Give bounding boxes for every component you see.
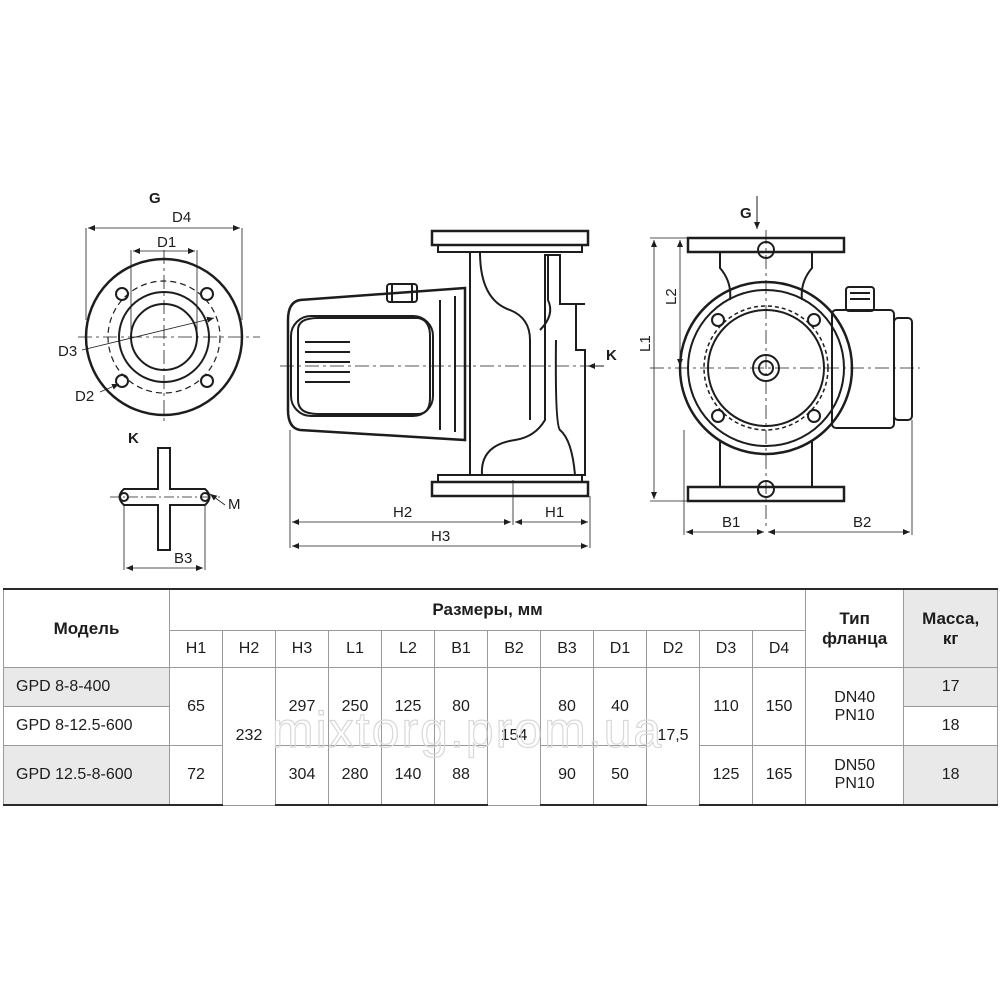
col-l1: L1 <box>328 630 382 668</box>
pump-front-view <box>650 196 920 535</box>
label-k-mid: K <box>606 347 617 364</box>
label-d3: D3 <box>58 343 77 360</box>
label-d2: D2 <box>75 388 94 405</box>
d4-cell: 150 <box>751 667 807 746</box>
mass-header: Масса,кг <box>903 588 999 668</box>
col-b3: B3 <box>540 630 594 668</box>
col-d4: D4 <box>751 630 807 668</box>
b3-cell: 90 <box>540 745 594 806</box>
k-view <box>110 447 226 571</box>
col-d2: D2 <box>646 630 700 668</box>
h1-cell: 72 <box>169 745 223 806</box>
l2-cell: 140 <box>381 745 435 806</box>
table-row: GPD 8-12.5-600 18 <box>3 706 999 746</box>
d3-cell: 125 <box>699 745 753 806</box>
label-h3: H3 <box>431 528 450 545</box>
mass-cell: 18 <box>903 745 999 806</box>
label-b2: B2 <box>853 514 871 531</box>
d4-cell: 165 <box>751 745 807 806</box>
label-b1: B1 <box>722 514 740 531</box>
b1-cell: 88 <box>434 745 488 806</box>
d1-cell: 50 <box>593 745 647 806</box>
b1-cell: 80 <box>434 667 488 746</box>
col-h1: H1 <box>169 630 223 668</box>
label-d4: D4 <box>172 209 191 226</box>
col-h3: H3 <box>275 630 329 668</box>
l1-cell: 280 <box>328 745 382 806</box>
d2-cell: 17,5 <box>646 667 700 806</box>
mass-cell: 17 <box>903 667 999 707</box>
label-l2: L2 <box>663 288 680 305</box>
pump-side-view <box>280 229 604 549</box>
col-d1: D1 <box>593 630 647 668</box>
mass-cell: 18 <box>903 706 999 746</box>
h3-cell: 304 <box>275 745 329 806</box>
h1-cell: 65 <box>169 667 223 746</box>
col-h2: H2 <box>222 630 276 668</box>
h3-cell: 297 <box>275 667 329 746</box>
d1-cell: 40 <box>593 667 647 746</box>
col-d3: D3 <box>699 630 753 668</box>
col-l2: L2 <box>381 630 435 668</box>
b2-cell: 154 <box>487 667 541 806</box>
label-k-left: K <box>128 430 139 447</box>
col-b1: B1 <box>434 630 488 668</box>
d3-cell: 110 <box>699 667 753 746</box>
label-h1: H1 <box>545 504 564 521</box>
model-cell: GPD 8-12.5-600 <box>3 706 170 746</box>
label-g-right: G <box>740 205 752 222</box>
label-d1: D1 <box>157 234 176 251</box>
l1-cell: 250 <box>328 667 382 746</box>
label-h2: H2 <box>393 504 412 521</box>
label-m: M <box>228 496 241 513</box>
model-cell: GPD 8-8-400 <box>3 667 170 707</box>
l2-cell: 125 <box>381 667 435 746</box>
col-b2: B2 <box>487 630 541 668</box>
label-b3: B3 <box>174 550 192 567</box>
h2-cell: 232 <box>222 667 276 806</box>
model-cell: GPD 12.5-8-600 <box>3 745 170 806</box>
flange-front-view <box>78 225 260 425</box>
label-l1: L1 <box>637 335 654 352</box>
table-row: GPD 12.5-8-600 72 304 280 140 88 90 50 1… <box>3 745 999 806</box>
dimensions-header: Размеры, мм <box>168 588 807 631</box>
pump-dimension-drawing: G D4 D1 D3 D2 K M B3 <box>58 190 920 571</box>
b3-cell: 80 <box>540 667 594 746</box>
label-g-left: G <box>149 190 161 207</box>
model-header: Модель <box>3 588 170 668</box>
table-row: GPD 8-8-400 65 232 297 250 125 80 154 80… <box>3 667 999 806</box>
